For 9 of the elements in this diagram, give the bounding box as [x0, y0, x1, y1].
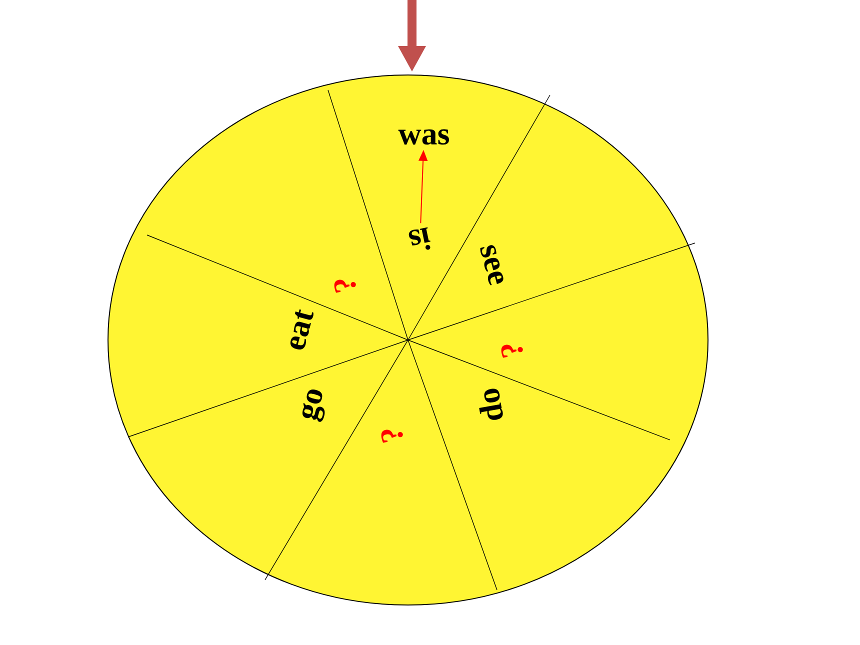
word: go	[302, 390, 325, 422]
word: eat	[290, 309, 314, 350]
word: is	[408, 227, 430, 250]
word: do	[479, 388, 503, 420]
question-mark: ?	[334, 280, 356, 293]
word: was	[398, 129, 449, 145]
question-mark: ?	[501, 344, 523, 358]
question-mark: ?	[381, 430, 403, 443]
word: see	[480, 245, 504, 286]
